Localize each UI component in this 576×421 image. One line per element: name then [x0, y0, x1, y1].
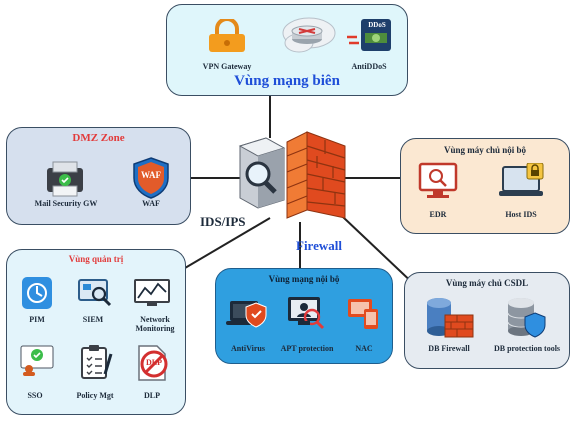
- antiddos-label: AntiDDoS: [351, 62, 387, 71]
- internal-server-zone: Vùng máy chủ nội bộ EDR Host IDS: [400, 138, 570, 234]
- db-firewall-label: DB Firewall: [428, 344, 470, 353]
- internal-network-zone-title: Vùng mạng nội bộ: [268, 274, 340, 284]
- internal-network-zone: Vùng mạng nội bộ AntiVirus APT protectio…: [215, 268, 393, 364]
- edr-label: EDR: [429, 210, 447, 219]
- pim-icon: [21, 276, 53, 315]
- vpn-gateway-label: VPN Gateway: [202, 62, 252, 71]
- waf-label: WAF: [142, 199, 160, 208]
- mail-security-icon: [41, 160, 89, 205]
- network-monitoring-label: Network Monitoring: [135, 315, 175, 333]
- host-ids-icon: [497, 162, 545, 206]
- border-zone-title: Vùng mạng biên: [234, 73, 340, 89]
- network-monitoring-icon: [133, 278, 171, 313]
- db-server-zone-title: Vùng máy chủ CSDL: [445, 278, 529, 288]
- waf-icon: WAF: [131, 156, 171, 205]
- policy-mgt-icon: [79, 344, 113, 387]
- apt-protection-icon: [286, 293, 326, 338]
- edr-icon: [417, 161, 459, 206]
- mail-security-label: Mail Security GW: [34, 199, 98, 208]
- policy-mgt-label: Policy Mgt: [76, 391, 114, 400]
- vpn-gateway-icon: [205, 17, 249, 60]
- sso-icon: [19, 342, 55, 381]
- db-server-zone: Vùng máy chủ CSDL DB Firewall DB protect…: [404, 272, 570, 369]
- antivirus-icon: [226, 295, 268, 336]
- firewall-label: Firewall: [296, 238, 342, 253]
- dlp-icon: DLP: [135, 344, 171, 387]
- firewall-icon: [285, 130, 347, 225]
- dmz-zone-title: DMZ Zone: [72, 132, 125, 144]
- apt-protection-label: APT protection: [280, 344, 334, 353]
- dlp-label: DLP: [144, 391, 160, 400]
- admin-zone: Vùng quản trị PIM SIEM Network Monitorin…: [6, 249, 186, 415]
- host-ids-label: Host IDS: [505, 210, 537, 219]
- nac-icon: [346, 295, 382, 336]
- ids-ips-icon: [234, 136, 290, 215]
- internal-server-zone-title: Vùng máy chủ nội bộ: [443, 145, 527, 155]
- antivirus-label: AntiVirus: [231, 344, 265, 353]
- dlp-text: DLP: [146, 358, 162, 367]
- siem-label: SIEM: [82, 315, 104, 324]
- router-cloud-icon: [277, 13, 337, 64]
- pim-label: PIM: [29, 315, 45, 324]
- db-protection-tools-label: DB protection tools: [493, 344, 561, 353]
- border-zone: VPN Gateway DDoS AntiDDoS Vùng mạng biên: [166, 4, 408, 96]
- admin-zone-title: Vùng quản trị: [68, 254, 124, 264]
- sso-label: SSO: [27, 391, 43, 400]
- siem-icon: [77, 278, 113, 315]
- nac-label: NAC: [355, 344, 373, 353]
- waf-text: WAF: [141, 170, 161, 180]
- ddos-text: DDoS: [368, 21, 386, 29]
- db-protection-tools-icon: [505, 295, 547, 344]
- db-firewall-icon: [425, 295, 475, 346]
- dmz-zone: DMZ Zone Mail Security GW WAF WAF: [6, 127, 191, 225]
- ids-ips-label: IDS/IPS: [200, 214, 246, 229]
- antiddos-icon: DDoS: [347, 15, 393, 60]
